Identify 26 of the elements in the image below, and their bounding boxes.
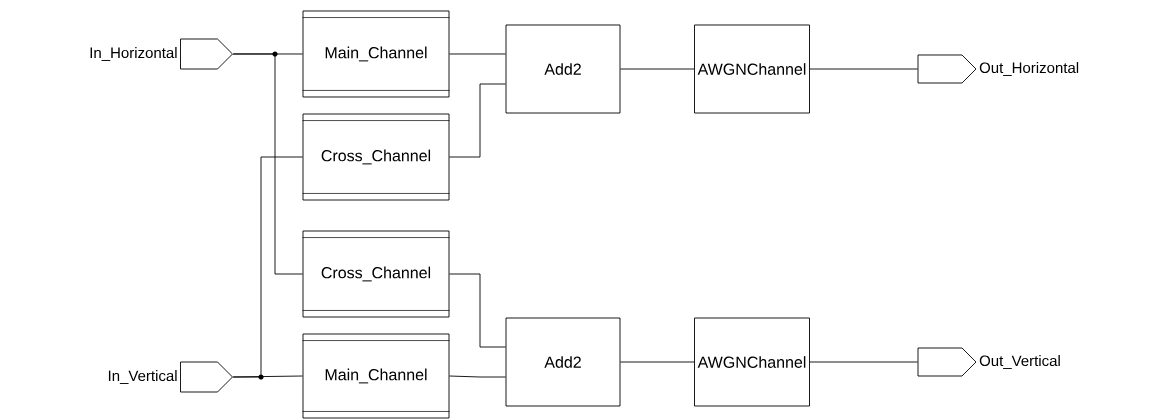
- wire: [809, 361, 918, 363]
- wire: [449, 53, 506, 55]
- node-label: Out_Vertical: [979, 355, 1060, 369]
- function-block: Add2: [505, 317, 621, 407]
- function-block: Add2: [505, 24, 621, 114]
- wire: [449, 273, 506, 348]
- wire: [449, 83, 506, 158]
- output-port: Out_Horizontal: [917, 54, 1079, 84]
- channel-block: Main_Channel: [302, 333, 450, 419]
- input-port: In_Horizontal: [90, 38, 233, 70]
- wire: [232, 375, 303, 378]
- wire: [232, 53, 303, 275]
- node-label: In_Horizontal: [90, 47, 177, 61]
- function-block: AWGNChannel: [694, 24, 810, 114]
- node-label: Out_Horizontal: [979, 62, 1079, 76]
- node-label: In_Vertical: [108, 370, 177, 384]
- wire: [809, 68, 918, 70]
- channel-block: Cross_Channel: [302, 230, 450, 318]
- wire: [620, 361, 695, 363]
- wire: [620, 68, 695, 70]
- wire: [449, 375, 506, 378]
- output-port: Out_Vertical: [917, 347, 1060, 377]
- function-block: AWGNChannel: [694, 317, 810, 407]
- input-port: In_Vertical: [108, 361, 233, 393]
- channel-block: Main_Channel: [302, 10, 450, 98]
- channel-block: Cross_Channel: [302, 113, 450, 201]
